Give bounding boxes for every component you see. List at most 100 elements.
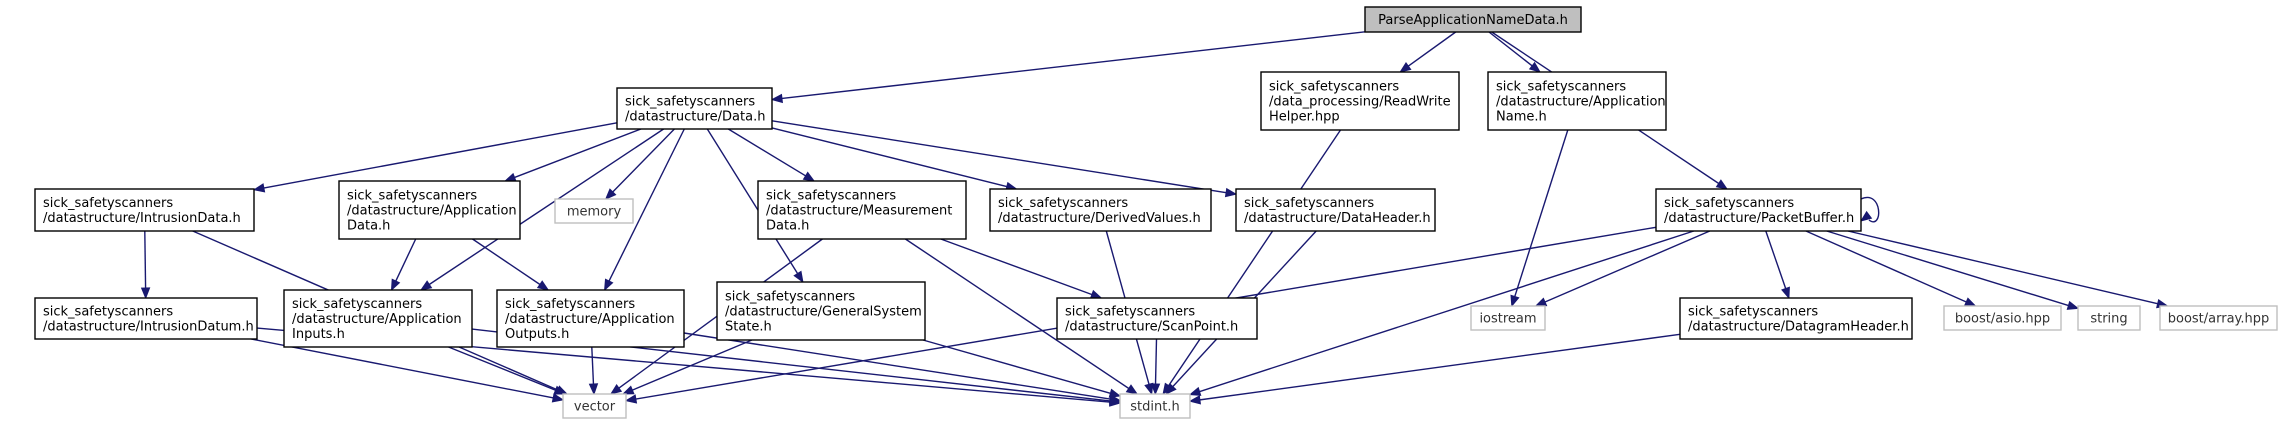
edge-root-to-appname: [1488, 31, 1542, 73]
node-label-line: /datastructure/Application: [292, 312, 462, 327]
node-label-line: /datastructure/DerivedValues.h: [998, 211, 1201, 226]
edge-data-to-memory: [604, 128, 675, 200]
edge-line: [262, 122, 618, 189]
arrowhead: [2066, 300, 2080, 310]
arrowhead: [140, 287, 151, 300]
node-box: [1943, 305, 2062, 331]
arrowhead: [252, 183, 266, 193]
node-dataheader[interactable]: sick_safetyscanners/datastructure/DataHe…: [1235, 188, 1436, 232]
edge-line: [905, 238, 1130, 390]
node-label-line: sick_safetyscanners: [1269, 80, 1399, 95]
arrowhead: [1963, 297, 1977, 307]
node-scanpoint[interactable]: sick_safetyscanners/datastructure/ScanPo…: [1056, 297, 1258, 340]
node-label-line: string: [2090, 312, 2127, 327]
node-datagram[interactable]: sick_safetyscanners/datastructure/Datagr…: [1679, 297, 1913, 340]
arrowhead: [1859, 210, 1873, 222]
arrowhead: [1162, 382, 1173, 396]
node-box: [2159, 305, 2278, 331]
edge-data-to-gss: [706, 128, 804, 284]
edge-line: [144, 230, 147, 290]
node-box: [34, 188, 255, 232]
node-label-line: /datastructure/Data.h: [625, 110, 765, 125]
edge-line: [683, 332, 1112, 400]
edge-appname-to-iostream: [1510, 129, 1569, 308]
arrowhead: [604, 188, 617, 200]
edge-appdata-to-appoutputs: [472, 238, 550, 291]
edge-rwh-to-stdint: [1162, 129, 1342, 396]
node-label-line: sick_safetyscanners: [998, 196, 1128, 211]
node-stdint[interactable]: stdint.h: [1119, 393, 1191, 419]
edge-packetbuffer-to-boostarray: [1847, 230, 2169, 309]
node-label-line: sick_safetyscanners: [725, 290, 855, 305]
node-measurement[interactable]: sick_safetyscanners/datastructure/Measur…: [757, 180, 967, 240]
edge-line: [1167, 129, 1342, 387]
node-appdata[interactable]: sick_safetyscanners/datastructure/Applic…: [338, 180, 521, 240]
node-rwh[interactable]: sick_safetyscanners/data_processing/Read…: [1260, 71, 1460, 131]
arrowhead: [1089, 289, 1103, 299]
arrowhead: [1224, 187, 1238, 198]
edge-line: [780, 31, 1366, 100]
node-box: [1260, 71, 1460, 131]
edge-root-to-data: [770, 31, 1366, 104]
node-appoutputs[interactable]: sick_safetyscanners/datastructure/Applic…: [496, 289, 685, 348]
edge-packetbuffer-to-stdint: [1188, 230, 1695, 396]
arrowhead: [553, 385, 567, 395]
edge-packetbuffer-to-string: [1826, 230, 2080, 310]
node-box: [757, 180, 967, 240]
node-label-line: /datastructure/Measurement: [766, 204, 952, 219]
node-boostarray[interactable]: boost/array.hpp: [2159, 305, 2278, 331]
node-intrusiondatum[interactable]: sick_safetyscanners/datastructure/Intrus…: [34, 297, 258, 340]
edge-line: [428, 128, 664, 286]
node-string[interactable]: string: [2077, 305, 2141, 331]
node-derived[interactable]: sick_safetyscanners/datastructure/Derive…: [989, 188, 1212, 232]
node-label-line: sick_safetyscanners: [292, 297, 422, 312]
edge-data-to-measurement: [727, 128, 816, 182]
edge-line: [631, 339, 753, 392]
node-label-line: sick_safetyscanners: [625, 95, 755, 110]
node-gss[interactable]: sick_safetyscanners/datastructure/Genera…: [716, 281, 926, 341]
node-iostream[interactable]: iostream: [1470, 305, 1546, 331]
node-label-line: Data.h: [766, 219, 809, 234]
node-label-line: boost/array.hpp: [2168, 312, 2270, 327]
arrowhead: [1108, 388, 1122, 398]
edge-line: [1847, 230, 2159, 305]
node-root[interactable]: ParseApplicationNameData.h: [1364, 6, 1582, 33]
arrowhead: [1528, 61, 1542, 73]
edge-packetbuffer-to-packetbuffer: [1859, 196, 1880, 223]
edge-data-to-dataheader: [771, 120, 1238, 198]
node-label-line: /datastructure/Application: [347, 204, 517, 219]
node-memory[interactable]: memory: [554, 198, 634, 224]
node-label-line: /datastructure/DataHeader.h: [1244, 211, 1431, 226]
arrowhead: [503, 172, 517, 182]
node-boostasio[interactable]: boost/asio.hpp: [1943, 305, 2062, 331]
node-box: [1364, 6, 1582, 33]
node-packetbuffer[interactable]: sick_safetyscanners/datastructure/Packet…: [1655, 188, 1862, 232]
node-intrusiondata[interactable]: sick_safetyscanners/datastructure/Intrus…: [34, 188, 255, 232]
node-vector[interactable]: vector: [562, 393, 627, 419]
node-box: [1470, 305, 1546, 331]
arrowhead: [802, 171, 816, 182]
edge-line: [394, 238, 417, 283]
node-box: [283, 289, 473, 348]
edge-appinputs-to-vector: [448, 346, 567, 395]
node-appname[interactable]: sick_safetyscanners/datastructure/Applic…: [1487, 71, 1667, 131]
edge-scanpoint-to-stdint: [1150, 338, 1161, 396]
node-label-line: State.h: [725, 320, 772, 335]
node-label-line: /data_processing/ReadWrite: [1269, 95, 1451, 110]
node-layer: ParseApplicationNameData.h sick_safetysca…: [34, 6, 2278, 419]
edge-line: [1407, 31, 1457, 68]
node-label-line: /datastructure/Application: [1496, 95, 1666, 110]
edge-line: [940, 238, 1094, 296]
node-label-line: sick_safetyscanners: [1244, 196, 1374, 211]
edge-line: [448, 346, 557, 392]
edge-line: [591, 346, 595, 386]
arrowhead: [621, 385, 635, 395]
node-box: [716, 281, 926, 341]
edge-data-to-intrusiondata: [252, 122, 618, 193]
node-appinputs[interactable]: sick_safetyscanners/datastructure/Applic…: [283, 289, 473, 348]
arrowhead: [624, 394, 638, 404]
node-data[interactable]: sick_safetyscanners/datastructure/Data.h: [616, 87, 773, 130]
edge-line: [1765, 230, 1787, 290]
node-label-line: sick_safetyscanners: [1688, 305, 1818, 320]
edge-root-to-rwh: [1399, 31, 1457, 73]
